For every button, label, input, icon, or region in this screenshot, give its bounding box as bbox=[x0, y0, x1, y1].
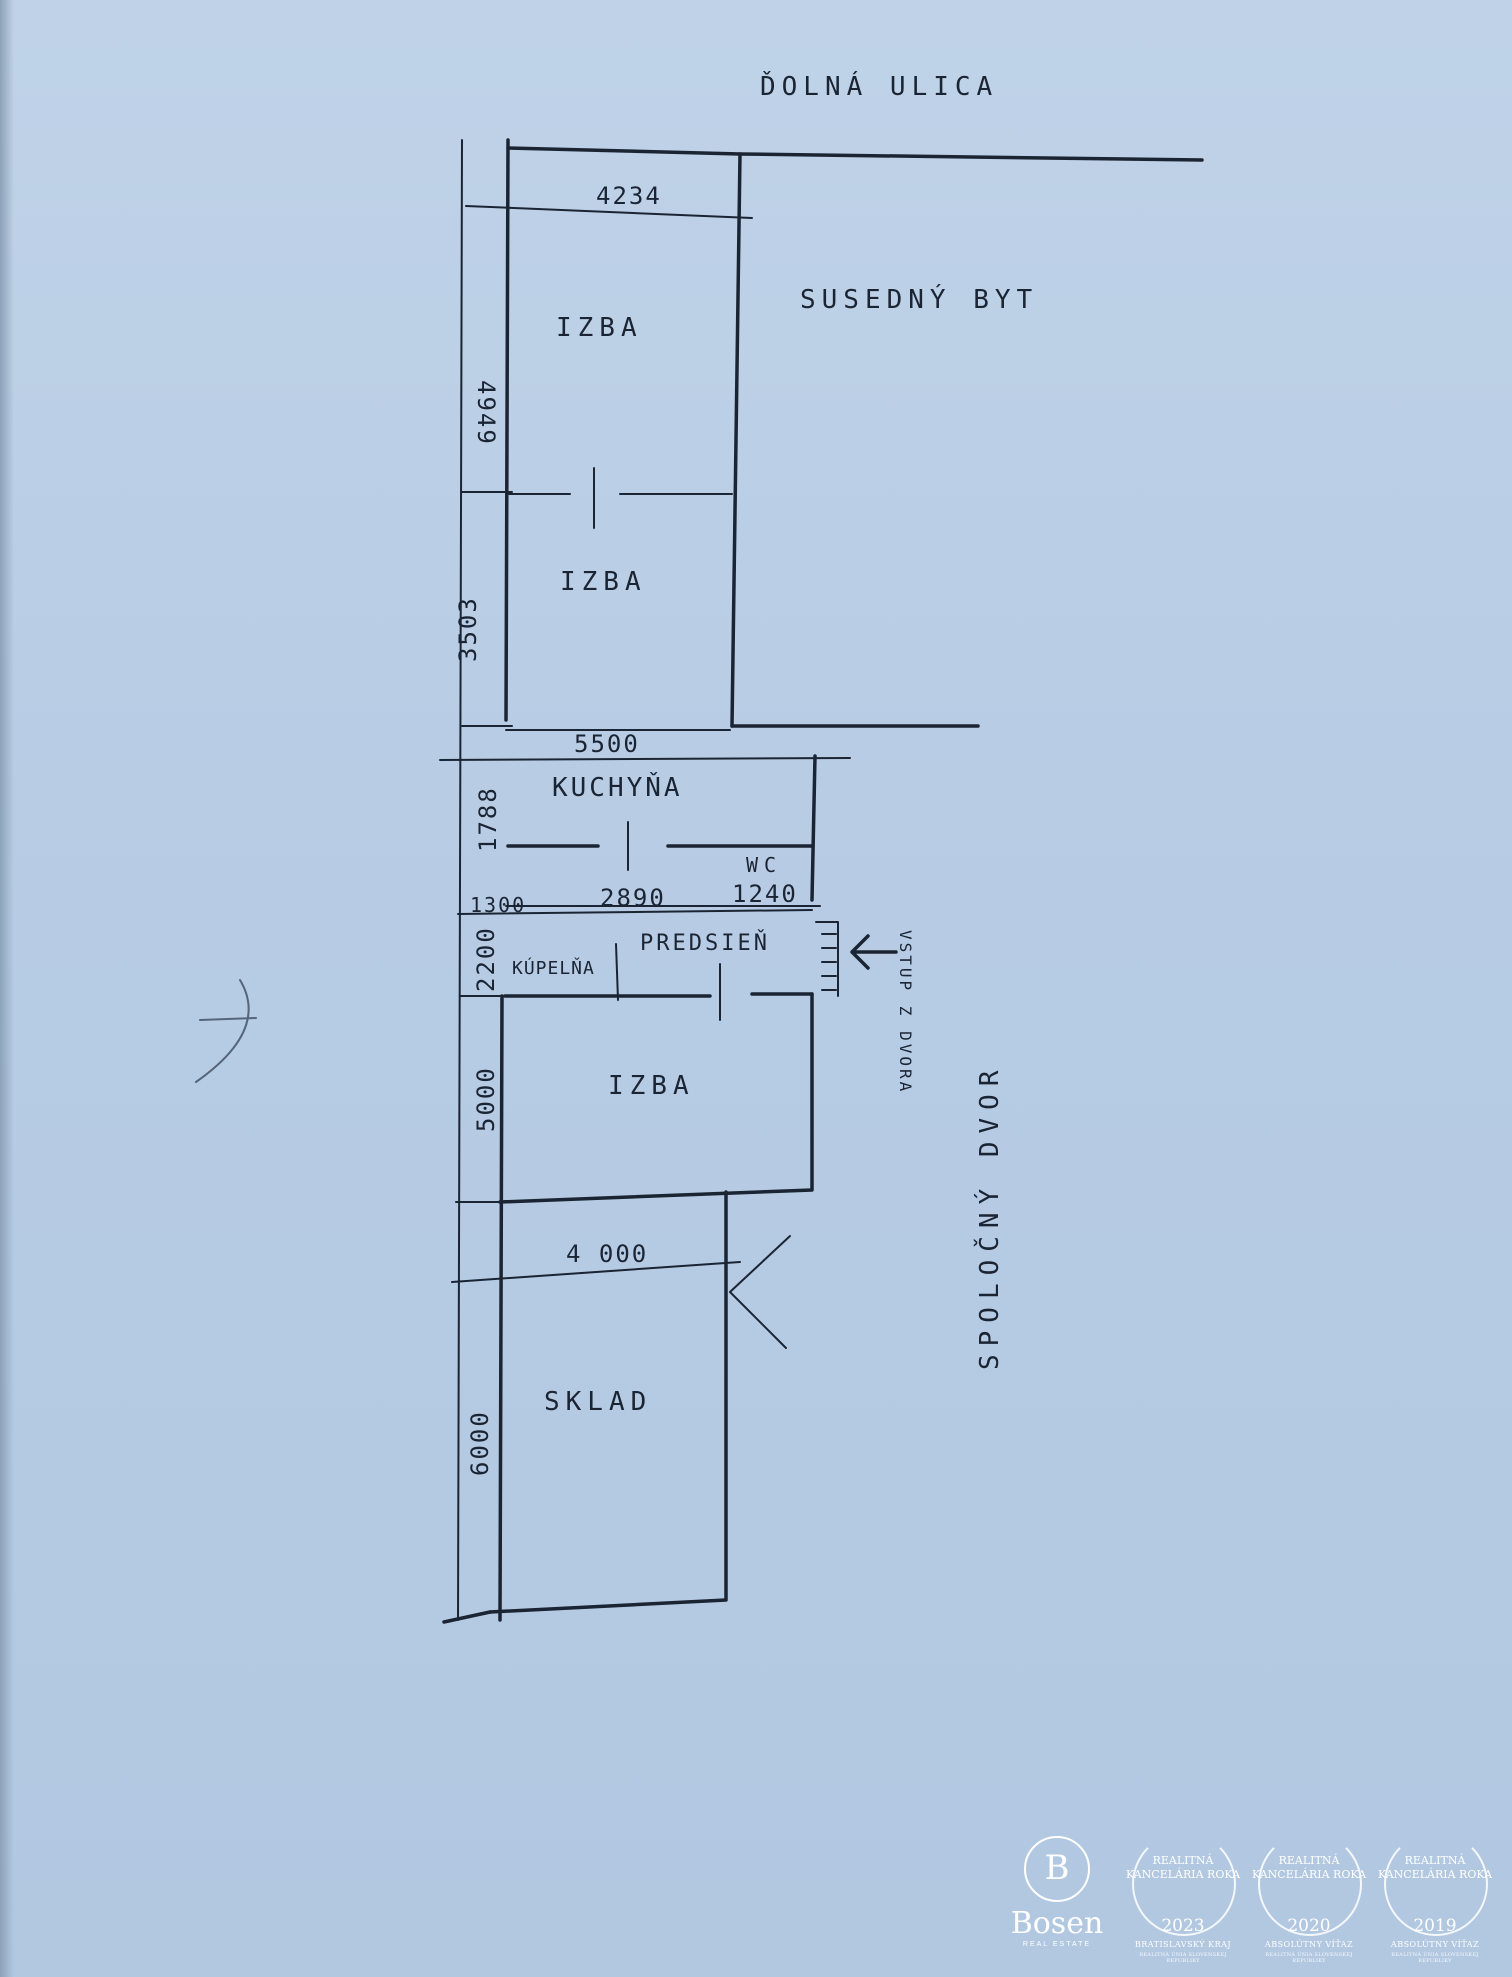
dim-izba2-length: 3503 bbox=[454, 596, 482, 662]
laurel-wreath-icon bbox=[1132, 1832, 1236, 1936]
wall-lines bbox=[442, 138, 1204, 1624]
room-izba-3: IZBA bbox=[608, 1071, 695, 1101]
bosen-logo-sub: REAL ESTATE bbox=[1022, 1941, 1092, 1948]
room-predsien: PREDSIEŇ bbox=[640, 930, 770, 956]
award-year: 2020 bbox=[1287, 1916, 1331, 1936]
award-note: REALITNÁ ÚNIA SLOVENSKEJ REPUBLIKY bbox=[1391, 1952, 1479, 1964]
bosen-logo-name: Bosen bbox=[1010, 1906, 1104, 1941]
laurel-wreath-icon bbox=[1258, 1832, 1362, 1936]
award-region: BRATISLAVSKÝ KRAJ bbox=[1134, 1940, 1232, 1949]
dim-izba1-length: 4949 bbox=[472, 380, 500, 446]
dim-store-length: 6000 bbox=[466, 1410, 494, 1476]
dim-top-width: 4234 bbox=[596, 182, 662, 210]
courtyard-label: SPOLOČNÝ DVOR bbox=[973, 1063, 1005, 1371]
dim-bath-length: 2200 bbox=[472, 926, 500, 992]
award-region: ABSOLÚTNY VÍŤAZ bbox=[1264, 1940, 1354, 1949]
dim-izba3-length: 5000 bbox=[472, 1066, 500, 1132]
dim-hall-width: 2890 bbox=[600, 884, 666, 912]
award-title: REALITNÁ KANCELÁRIA ROKA bbox=[1125, 1854, 1241, 1881]
bosen-logo: B Bosen REAL ESTATE bbox=[1002, 1836, 1112, 1948]
neighbor-label: SUSEDNÝ BYT bbox=[800, 283, 1038, 315]
dim-kitchen-length: 1788 bbox=[474, 786, 502, 852]
room-kuchyna: KUCHYŇA bbox=[552, 771, 683, 803]
room-izba-2: IZBA bbox=[560, 567, 647, 597]
dim-wc-width: 1240 bbox=[732, 880, 798, 908]
entry-label: VSTUP Z DVORA bbox=[896, 930, 915, 1094]
award-year: 2019 bbox=[1413, 1916, 1457, 1936]
award-title: REALITNÁ KANCELÁRIA ROKA bbox=[1377, 1854, 1493, 1881]
award-badge-2023: REALITNÁ KANCELÁRIA ROKA 2023 BRATISLAVS… bbox=[1124, 1828, 1242, 1968]
dimension-lines bbox=[439, 205, 851, 1283]
room-izba-1: IZBA bbox=[556, 313, 643, 343]
award-title: REALITNÁ KANCELÁRIA ROKA bbox=[1251, 1854, 1367, 1881]
award-note: REALITNÁ ÚNIA SLOVENSKEJ REPUBLIKY bbox=[1265, 1952, 1353, 1964]
bosen-logo-mark: B bbox=[1024, 1836, 1090, 1902]
dim-store-width: 4 000 bbox=[566, 1240, 648, 1268]
award-note: REALITNÁ ÚNIA SLOVENSKEJ REPUBLIKY bbox=[1139, 1952, 1227, 1964]
award-badge-2019: REALITNÁ KANCELÁRIA ROKA 2019 ABSOLÚTNY … bbox=[1376, 1828, 1494, 1968]
footer-logos: B Bosen REAL ESTATE REALITNÁ KANCELÁRIA … bbox=[1000, 1828, 1505, 1973]
award-region: ABSOLÚTNY VÍŤAZ bbox=[1390, 1940, 1480, 1949]
laurel-wreath-icon bbox=[1384, 1832, 1488, 1936]
dim-bath-small: 1300 bbox=[470, 893, 526, 917]
stray-mark bbox=[195, 979, 257, 1083]
award-year: 2023 bbox=[1161, 1916, 1205, 1936]
room-kupelna: KÚPELŇA bbox=[512, 957, 595, 979]
award-badge-2020: REALITNÁ KANCELÁRIA ROKA 2020 ABSOLÚTNY … bbox=[1250, 1828, 1368, 1968]
room-sklad: SKLAD bbox=[544, 1387, 652, 1417]
paper-edge-shadow bbox=[0, 0, 14, 1977]
dim-kitchen-width: 5500 bbox=[574, 730, 640, 758]
street-label: ĎOLNÁ ULICA bbox=[760, 70, 998, 102]
room-wc: WC bbox=[746, 853, 782, 877]
